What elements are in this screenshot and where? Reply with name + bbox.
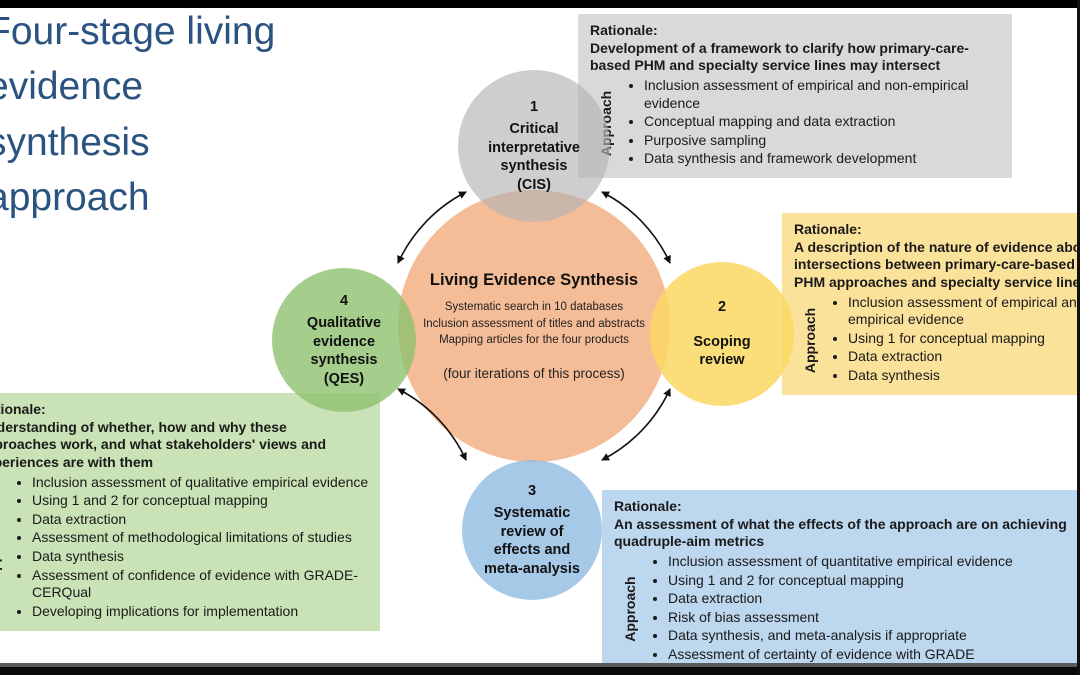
letterbox-bottom-bar xyxy=(0,663,1080,675)
approach-label-vertical: Approach xyxy=(0,514,3,581)
center-note: (four iterations of this process) xyxy=(443,366,625,381)
approach-row: Approach Inclusion assessment of empiric… xyxy=(794,294,1080,386)
approach-bullet-list: Inclusion assessment of qualitative empi… xyxy=(12,474,370,622)
stage-label: Systematic review of effects and meta-an… xyxy=(484,505,580,577)
stage-number: 1 xyxy=(529,98,539,115)
bullet-item: Assessment of confidence of evidence wit… xyxy=(32,567,370,602)
stage-label: Critical interpretative synthesis (CIS) xyxy=(488,121,580,193)
letterbox-top-bar xyxy=(0,0,1080,8)
bullet-item: Data extraction xyxy=(32,511,370,529)
bullet-item: Assessment of certainty of evidence with… xyxy=(668,646,1080,664)
stage-number: 3 xyxy=(527,482,537,499)
rationale-text: Understanding of whether, how and why th… xyxy=(0,418,326,470)
bullet-item: Using 1 and 2 for conceptual mapping xyxy=(668,572,1080,590)
bullet-item: Data synthesis and framework development xyxy=(644,150,1002,168)
bullet-item: Data synthesis, and meta-analysis if app… xyxy=(668,627,1080,645)
rationale-label: Rationale: xyxy=(794,221,862,237)
approach-row: Approach Inclusion assessment of qualita… xyxy=(0,474,370,622)
bullet-item: Developing implications for implementati… xyxy=(32,603,370,621)
stage-label: Scoping review xyxy=(693,333,751,369)
rationale-box-cis: Rationale: Development of a framework to… xyxy=(578,14,1012,178)
bullet-item: Risk of bias assessment xyxy=(668,609,1080,627)
approach-label-vertical: Approach xyxy=(802,306,819,373)
rationale-box-qes: Rationale: Understanding of whether, how… xyxy=(0,393,380,631)
stage-label: Qualitative evidence synthesis (QES) xyxy=(306,315,382,387)
bullet-item: Assessment of methodological limitations… xyxy=(32,529,370,547)
bullet-item: Data extraction xyxy=(848,348,1080,366)
approach-bullet-list: Inclusion assessment of quantitative emp… xyxy=(648,553,1080,665)
rationale-label: Rationale: xyxy=(590,22,658,38)
page-title: Four-stage living evidence synthesis app… xyxy=(0,10,276,220)
stage-circle-1-cis: 1 Critical interpretative synthesis (CIS… xyxy=(458,70,610,222)
rationale-box-systematic-review: Rationale: An assessment of what the eff… xyxy=(602,490,1080,674)
approach-bullet-list: Inclusion assessment of empirical and no… xyxy=(828,294,1080,386)
bullet-item: Using 1 for conceptual mapping xyxy=(848,330,1080,348)
stage-number: 4 xyxy=(339,292,349,309)
bullet-item: Inclusion assessment of quantitative emp… xyxy=(668,553,1080,571)
rationale-box-scoping-review: Rationale: A description of the nature o… xyxy=(782,213,1080,395)
rationale-text: A description of the nature of evidence … xyxy=(794,238,1080,290)
bullet-item: Inclusion assessment of empirical and no… xyxy=(644,77,1002,112)
bullet-item: Data synthesis xyxy=(848,367,1080,385)
approach-row: Approach Inclusion assessment of quantit… xyxy=(614,553,1080,665)
rationale-text: Development of a framework to clarify ho… xyxy=(590,39,969,74)
approach-label-vertical: Approach xyxy=(622,576,639,642)
bullet-item: Systematic search in 10 databases xyxy=(444,300,624,313)
right-edge-bar xyxy=(1077,0,1080,675)
bullet-item: Inclusion assessment of titles and abstr… xyxy=(423,317,645,330)
stage-circle-4-qes: 4 Qualitative evidence synthesis (QES) xyxy=(272,268,416,412)
bullet-item: Mapping articles for the four products xyxy=(439,334,629,347)
stage-number: 2 xyxy=(717,299,727,316)
bullet-item: Inclusion assessment of empirical and no… xyxy=(848,294,1080,329)
stage-circle-3-systematic-review: 3 Systematic review of effects and meta-… xyxy=(462,460,602,600)
bullet-item: Purposive sampling xyxy=(644,132,1002,150)
bullet-item: Data extraction xyxy=(668,590,1080,608)
rationale-label: Rationale: xyxy=(0,401,46,417)
bullet-item: Inclusion assessment of qualitative empi… xyxy=(32,474,370,492)
approach-row: Approach Inclusion assessment of empiric… xyxy=(590,77,1002,169)
bullet-item: Conceptual mapping and data extraction xyxy=(644,113,1002,131)
bullet-item: Data synthesis xyxy=(32,548,370,566)
approach-bullet-list: Inclusion assessment of empirical and no… xyxy=(624,77,1002,169)
bullet-item: Using 1 and 2 for conceptual mapping xyxy=(32,492,370,510)
rationale-text: An assessment of what the effects of the… xyxy=(614,515,1067,550)
center-heading: Living Evidence Synthesis xyxy=(429,270,639,289)
center-circle-living-evidence-synthesis: Living Evidence Synthesis Systematic sea… xyxy=(398,190,670,462)
rationale-label: Rationale: xyxy=(614,498,682,514)
stage-circle-2-scoping-review: 2 Scoping review xyxy=(650,262,794,406)
